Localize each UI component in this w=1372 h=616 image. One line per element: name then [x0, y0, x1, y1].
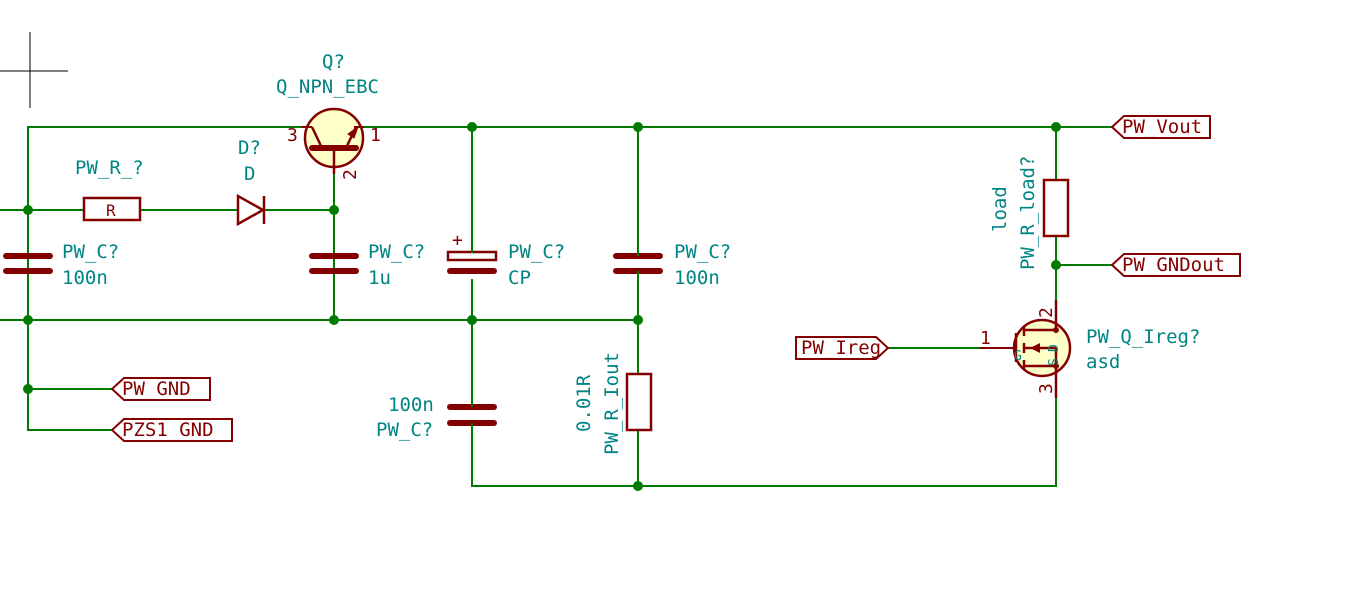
net-label-pzs1-gnd-text: PZS1_GND [122, 419, 214, 441]
resistor-iout-ref: PW_R_Iout [601, 352, 623, 455]
mosfet-pin-source: 3 [1036, 383, 1057, 394]
transistor-pin-collector: 1 [370, 125, 381, 146]
net-label-pw-gndout[interactable]: PW_GNDout [1110, 253, 1241, 277]
capacitor-bottom-100n[interactable]: 100n PW_C? [376, 394, 497, 446]
net-label-pw-ireg[interactable]: PW_Ireg [795, 336, 890, 360]
emitter-arrow-icon [347, 125, 360, 139]
capacitor-left-value: 100n [62, 267, 108, 289]
net-label-pzs1-gnd[interactable]: PZS1_GND [110, 418, 233, 442]
capacitor-left-100n[interactable]: PW_C? 100n [3, 209, 119, 289]
capacitor-right-ref: PW_C? [674, 241, 731, 263]
capacitor-mid-1u[interactable]: PW_C? 1u [309, 241, 425, 289]
net-label-pw-gnd-text: PW_GND [122, 378, 191, 400]
diode-ref: D? [238, 137, 261, 159]
capacitor-bottom-ref: PW_C? [376, 419, 433, 441]
net-label-pw-gnd[interactable]: PW_GND [110, 377, 211, 401]
transistor-pin-emitter: 3 [287, 125, 298, 146]
diode-value: D [244, 163, 255, 185]
capacitor-polar-value: CP [508, 267, 531, 289]
capacitor-polar-ref: PW_C? [508, 241, 565, 263]
transistor-ref: Q? [322, 51, 345, 73]
transistor-pin-base: 2 [340, 169, 361, 180]
capacitor-polar-cp[interactable]: + PW_C? CP [446, 230, 565, 289]
capacitor-left-ref: PW_C? [62, 241, 119, 263]
mosfet-letter-d: D [1047, 344, 1062, 352]
resistor-load-ref: PW_R_load? [1017, 156, 1039, 270]
net-label-pw-gndout-text: PW_GNDout [1122, 254, 1225, 276]
crosshair-cursor [0, 32, 68, 108]
mosfet-letter-g: G [1014, 349, 1022, 364]
mosfet-pw-q-ireg[interactable]: 1 2 3 G D S PW_Q_Ireg? asd [980, 300, 1200, 398]
resistor-ref: PW_R_? [75, 157, 144, 179]
net-label-pw-vout[interactable]: PW_Vout [1110, 115, 1211, 139]
resistor-pw-r-iout[interactable]: 0.01R PW_R_Iout [573, 352, 653, 455]
resistor-value: R [106, 201, 116, 220]
resistor-iout-value: 0.01R [573, 374, 595, 432]
capacitor-mid-value: 1u [368, 267, 391, 289]
mosfet-pin-drain: 2 [1036, 307, 1057, 318]
resistor-pw-r[interactable]: R PW_R_? [75, 157, 144, 222]
polarity-plus-icon: + [452, 230, 463, 251]
mosfet-arrow-icon [1030, 343, 1040, 353]
net-label-pw-ireg-text: PW_Ireg [801, 337, 881, 359]
junctions [23, 122, 1061, 491]
mosfet-letter-s: S [1047, 358, 1062, 366]
capacitor-right-100n[interactable]: PW_C? 100n [613, 235, 731, 289]
capacitor-mid-ref: PW_C? [368, 241, 425, 263]
resistor-pw-r-load[interactable]: load PW_R_load? [989, 156, 1070, 270]
wires [0, 126, 1113, 487]
mosfet-value: asd [1086, 351, 1120, 373]
diode-d[interactable]: D? D [236, 137, 266, 227]
capacitor-bottom-value: 100n [388, 394, 434, 416]
mosfet-ref: PW_Q_Ireg? [1086, 326, 1200, 348]
capacitor-right-value: 100n [674, 267, 720, 289]
transistor-q-npn[interactable]: Q? Q_NPN_EBC 3 1 2 [276, 51, 381, 180]
transistor-value: Q_NPN_EBC [276, 76, 379, 98]
net-label-pw-vout-text: PW_Vout [1122, 116, 1202, 138]
resistor-load-value: load [989, 186, 1011, 232]
mosfet-pin-gate: 1 [980, 328, 991, 349]
